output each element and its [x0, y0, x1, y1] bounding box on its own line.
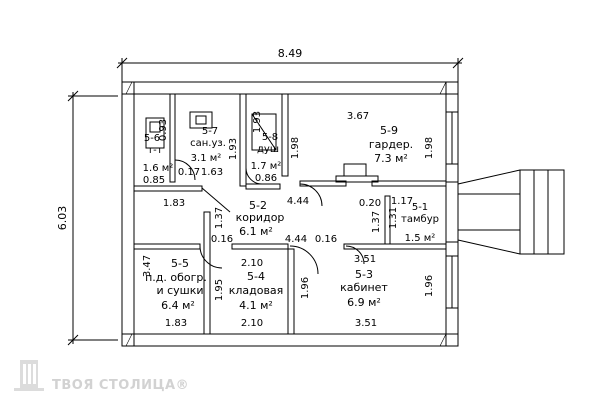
room-5-8-dim-a: 1.93: [252, 111, 263, 133]
room-5-5-name: п.д. обогр.: [145, 271, 207, 284]
shower-fixture: [251, 113, 277, 151]
overall-height-label: 6.03: [56, 206, 69, 231]
room-5-4-number: 5-4: [247, 270, 265, 283]
room-5-6-dim-d: 0.17: [178, 167, 200, 178]
room-5-6-name: т-т: [147, 145, 162, 156]
room-5-3-area: 6.9 м²: [347, 296, 381, 309]
room-5-7-name: сан.уз.: [190, 138, 226, 149]
room-5-7-dim-a: 1.93: [228, 138, 239, 160]
room-5-9-number: 5-9: [380, 124, 398, 137]
room-5-2-area: 6.1 м²: [239, 225, 273, 238]
room-5-6-number: 5-6: [144, 133, 160, 144]
watermark: ТВОЯ СТОЛИЦА®: [8, 356, 248, 396]
wall-hatching: [125, 81, 447, 347]
room-5-2-name: коридор: [236, 211, 285, 224]
room-5-1-number: 5-1: [412, 202, 428, 213]
room-5-5-area: 6.4 м²: [161, 299, 195, 312]
entrance-steps: [445, 169, 565, 255]
room-5-9-area: 7.3 м²: [374, 152, 408, 165]
watermark-text: ТВОЯ СТОЛИЦА®: [52, 378, 190, 393]
room-5-1-dim-c: 1.37: [371, 211, 382, 233]
window-upper: [445, 111, 459, 165]
room-5-5-name2: и сушки: [156, 284, 203, 297]
dim-right-lower: 1.96: [424, 275, 435, 297]
overall-height-dimension: [67, 90, 118, 346]
room-5-1-area: 1.5 м²: [405, 233, 436, 244]
room-5-6-dim-b: 1.63: [201, 167, 223, 178]
sink-fixture: [189, 111, 213, 129]
room-5-4-area: 4.1 м²: [239, 299, 273, 312]
overall-width-dimension: [116, 57, 464, 95]
outer-walls: [121, 81, 459, 347]
room-5-6-dim-c: 0.85: [143, 175, 165, 186]
interior-walls: [133, 93, 447, 335]
window-lower: [445, 255, 459, 309]
room-5-1-dim-b: 1.17: [391, 196, 413, 207]
room-5-3-dim-a: 3.51: [354, 254, 376, 265]
room-5-8-dim-c: 1.98: [290, 137, 301, 159]
room-5-6-dim-a: 0.93: [158, 119, 169, 141]
room-5-2-dim-b: 1.37: [214, 207, 225, 229]
room-5-7-area: 3.1 м²: [191, 153, 222, 164]
room-5-2-dim-c: 4.44: [287, 196, 309, 207]
room-5-5-number: 5-5: [171, 257, 189, 270]
room-5-4-dim-a: 2.10: [241, 258, 263, 269]
wardrobe-fixture: [335, 163, 379, 183]
room-5-7-number: 5-7: [202, 126, 218, 137]
room-5-5-dim-a: 1.83: [165, 318, 187, 329]
room-5-1-name: тамбур: [401, 214, 439, 225]
room-5-3-name: кабинет: [340, 281, 388, 294]
room-5-2-dim-d: 0.16: [211, 234, 233, 245]
dim-right-upper: 1.98: [424, 137, 435, 159]
room-5-2-dim-e: 4.44: [285, 234, 307, 245]
room-5-8-area: 1.7 м²: [251, 161, 282, 172]
room-5-2-dim-a: 1.83: [163, 198, 185, 209]
room-5-2-dim-f: 0.16: [315, 234, 337, 245]
room-5-1-dim-d: 1.31: [388, 207, 399, 229]
room-5-3-dim-c: 3.51: [355, 318, 377, 329]
room-5-8-name: душ: [257, 144, 279, 155]
room-5-1-dim-a: 0.20: [359, 198, 381, 209]
room-5-3-dim-b: 1.96: [300, 277, 311, 299]
room-5-9-name: гардер.: [369, 138, 413, 151]
dim-left-lower: 3.47: [142, 255, 153, 277]
room-5-2-number: 5-2: [249, 199, 267, 212]
room-5-6-area: 1.6 м²: [143, 163, 174, 174]
overall-width-label: 8.49: [278, 47, 303, 60]
room-5-4-dim-b: 1.95: [214, 279, 225, 301]
room-5-3-number: 5-3: [355, 268, 373, 281]
toilet-fixture: [145, 117, 165, 149]
room-5-8-number: 5-8: [262, 132, 278, 143]
watermark-logo-icon: [14, 360, 44, 391]
dim-top-inner: 3.67: [347, 111, 369, 122]
room-5-8-dim-b: 0.86: [255, 173, 277, 184]
room-5-4-dim-c: 2.10: [241, 318, 263, 329]
room-5-4-name: кладовая: [229, 284, 284, 297]
